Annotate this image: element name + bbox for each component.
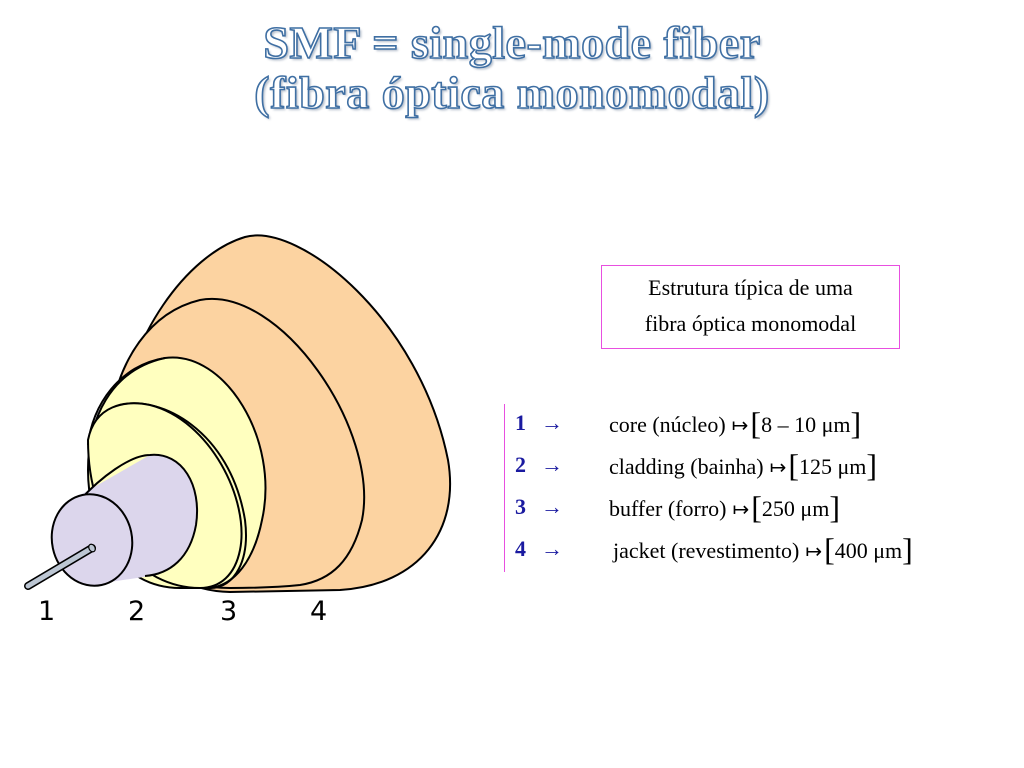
spec-description: buffer (forro)↦[250 μm]	[609, 491, 840, 523]
spec-value: 125 μm	[798, 454, 867, 479]
maps-to-icon: ↦	[805, 541, 823, 563]
spec-number: 1	[515, 410, 526, 435]
layer-label-1: 1	[38, 596, 55, 627]
spec-desc-text: buffer (forro)	[609, 496, 727, 521]
bracket-open: [	[751, 489, 762, 525]
spec-value: 250 μm	[761, 496, 830, 521]
arrow-icon: →	[541, 494, 563, 519]
bracket-close: ]	[866, 447, 878, 483]
spec-number: 2	[515, 452, 526, 477]
bracket-close: ]	[850, 405, 862, 441]
spec-description: core (núcleo)↦[8 – 10 μm]	[609, 407, 861, 439]
maps-to-icon: ↦	[732, 499, 750, 521]
bracket-close: ]	[829, 489, 840, 525]
layer-label-3: 3	[220, 596, 237, 627]
slide-title: SMF = single-mode fiber (fibra óptica mo…	[0, 17, 1024, 119]
arrow-icon: →	[541, 536, 563, 561]
spec-desc-text: cladding (bainha)	[609, 454, 764, 479]
spec-number: 3	[515, 494, 526, 519]
title-line-2: (fibra óptica monomodal)	[253, 67, 770, 119]
layer-label-4: 4	[310, 596, 327, 627]
bracket-open: [	[750, 405, 762, 441]
caption-line-1: Estrutura típica de uma	[648, 275, 853, 300]
spec-value: 400 μm	[834, 538, 903, 563]
spec-description: jacket (revestimento)↦[400 μm]	[613, 533, 913, 565]
spec-desc-text: core (núcleo)	[609, 412, 726, 437]
title-line-1: SMF = single-mode fiber	[263, 17, 761, 69]
spec-desc-text: jacket (revestimento)	[613, 538, 800, 563]
spec-number: 4	[515, 536, 526, 561]
arrow-icon: →	[541, 410, 563, 435]
fiber-strand	[24, 543, 96, 590]
structure-caption-box: Estrutura típica de uma fibra óptica mon…	[601, 265, 900, 349]
spec-description: cladding (bainha)↦[125 μm]	[609, 449, 877, 481]
caption-line-2: fibra óptica monomodal	[644, 311, 857, 336]
arrow-icon: →	[541, 452, 563, 477]
bracket-open: [	[788, 447, 799, 483]
maps-to-icon: ↦	[731, 415, 749, 437]
bracket-open: [	[824, 531, 835, 567]
layer-label-2: 2	[128, 596, 145, 627]
spec-value: 8 – 10 μm	[761, 412, 851, 437]
maps-to-icon: ↦	[769, 457, 787, 479]
bracket-close: ]	[902, 531, 913, 567]
layer-spec-list: 1 → core (núcleo)↦[8 – 10 μm] 2 → claddi…	[504, 404, 913, 572]
